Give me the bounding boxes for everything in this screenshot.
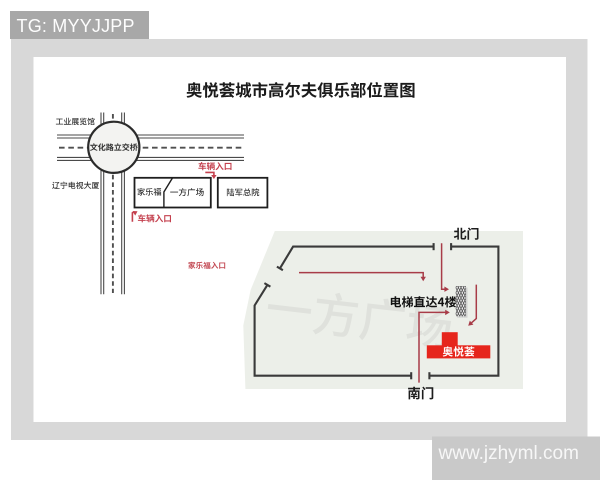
svg-text:TG: MYYJJPP: TG: MYYJJPP: [17, 16, 135, 36]
svg-text:www.jzhyml.com: www.jzhyml.com: [438, 443, 579, 464]
